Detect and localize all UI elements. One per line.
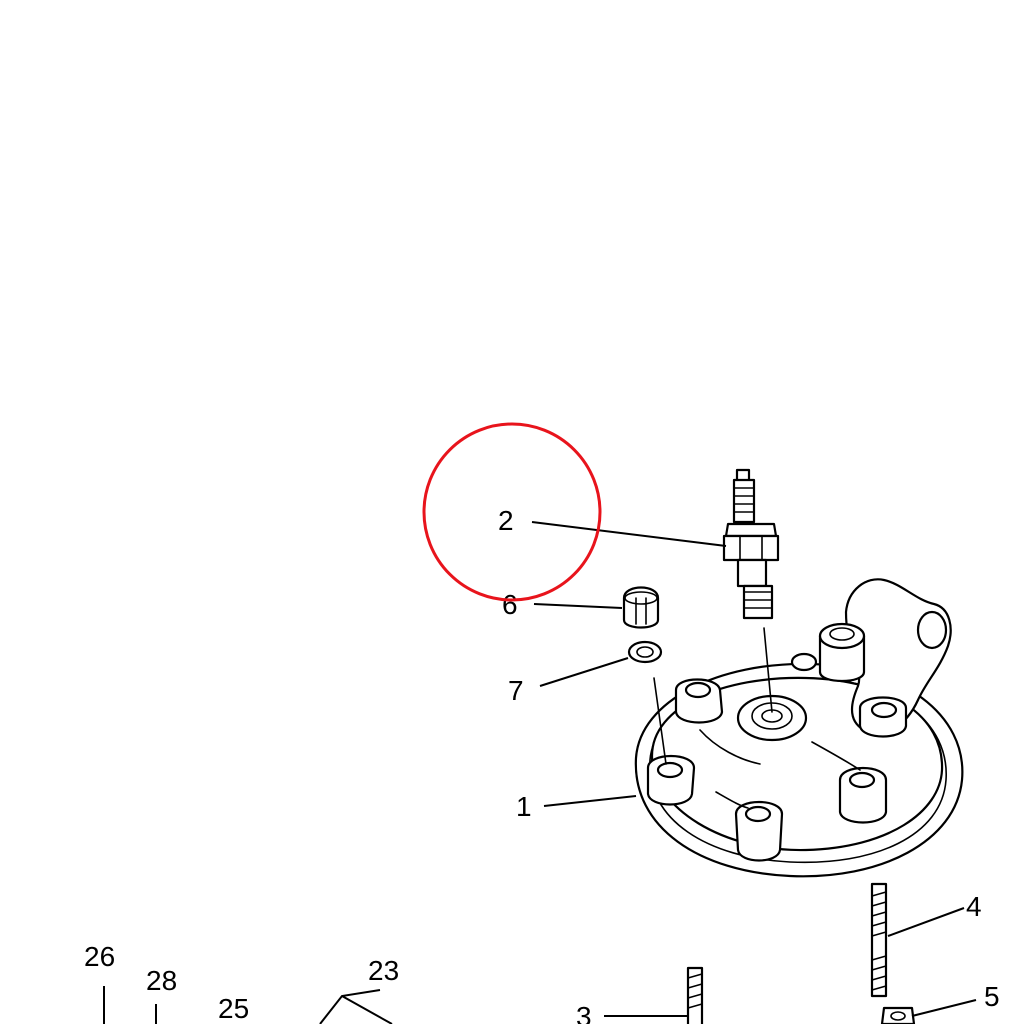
leader-5 xyxy=(911,999,977,1017)
leader-4 xyxy=(887,907,965,937)
callout-7: 7 xyxy=(508,675,524,706)
cap-nut[interactable] xyxy=(622,586,660,629)
callout-28: 28 xyxy=(146,965,177,996)
alignment-line xyxy=(763,627,773,713)
highlight-circle xyxy=(422,422,602,602)
leader-6 xyxy=(533,603,623,609)
alignment-line xyxy=(653,677,667,765)
callout-5: 5 xyxy=(984,981,1000,1012)
callout-25: 25 xyxy=(218,993,249,1024)
spark-plug[interactable] xyxy=(722,468,780,620)
callout-6: 6 xyxy=(502,589,518,620)
stud-bolt[interactable] xyxy=(870,882,888,998)
nut[interactable] xyxy=(880,1006,916,1024)
leader-2 xyxy=(531,521,727,547)
callout-2: 2 xyxy=(498,505,514,536)
leader-1 xyxy=(543,795,637,807)
callout-26: 26 xyxy=(84,941,115,972)
leader-23 xyxy=(319,989,393,1024)
washer[interactable] xyxy=(627,640,663,664)
callout-3: 3 xyxy=(576,1001,592,1024)
cylinder-head[interactable] xyxy=(634,578,964,878)
callout-1: 1 xyxy=(516,791,532,822)
callout-4: 4 xyxy=(966,891,982,922)
leader-7 xyxy=(539,657,629,687)
callout-23: 23 xyxy=(368,955,399,986)
stud-bolt-3[interactable] xyxy=(686,966,704,1024)
